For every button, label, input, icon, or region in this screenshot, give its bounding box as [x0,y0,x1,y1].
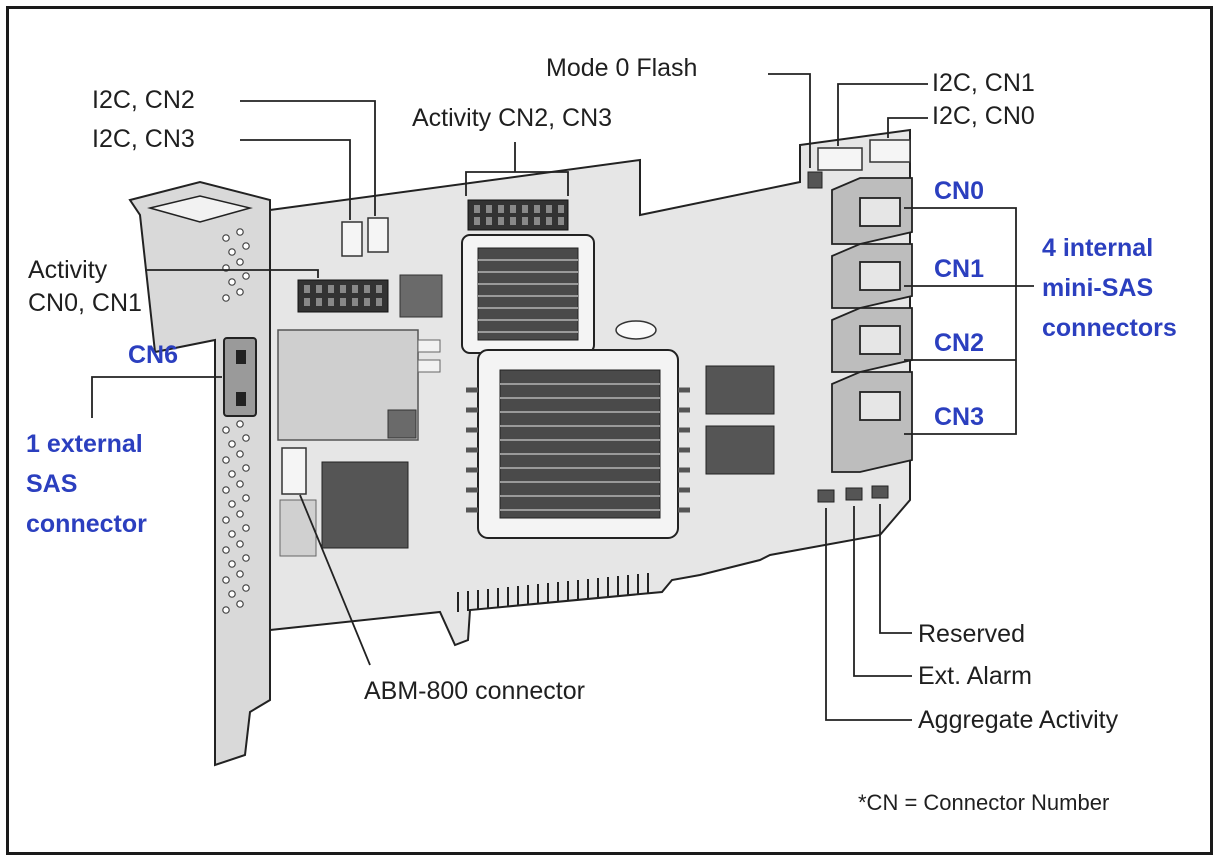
footnote-connector-number: *CN = Connector Number [858,790,1110,815]
leader-lines [91,73,1034,721]
pci-bracket [128,180,271,767]
pcie-edge-connector [457,573,649,612]
label-i2c-cn3: I2C, CN3 [92,125,195,153]
label-cn2: CN2 [934,329,985,357]
label-internal-mini-sas-connectors: 4 internal mini-SAS connectors [1042,234,1177,342]
label-i2c-cn1: I2C, CN1 [932,69,1035,97]
label-cn3: CN3 [934,403,985,431]
label-cn6: CN6 [128,341,179,369]
label-aggregate-activity: Aggregate Activity [918,706,1119,734]
label-reserved: Reserved [918,620,1025,648]
circuit-board [223,128,913,647]
mini-sas-connectors [831,177,913,473]
label-activity-cn0-cn1: Activity CN0, CN1 [28,256,142,317]
large-heatsink [466,349,690,539]
label-abm800-connector: ABM-800 connector [364,677,585,705]
label-activity-cn2-cn3: Activity CN2, CN3 [412,104,613,132]
label-i2c-cn0: I2C, CN0 [932,102,1035,130]
label-ext-alarm: Ext. Alarm [918,662,1032,690]
label-mode0-flash: Mode 0 Flash [546,54,698,82]
small-heatsink [461,234,595,354]
label-cn1: CN1 [934,255,985,283]
label-i2c-cn2: I2C, CN2 [92,86,195,114]
label-external-sas-connector: 1 external SAS connector [26,430,147,538]
label-cn0: CN0 [934,177,985,205]
